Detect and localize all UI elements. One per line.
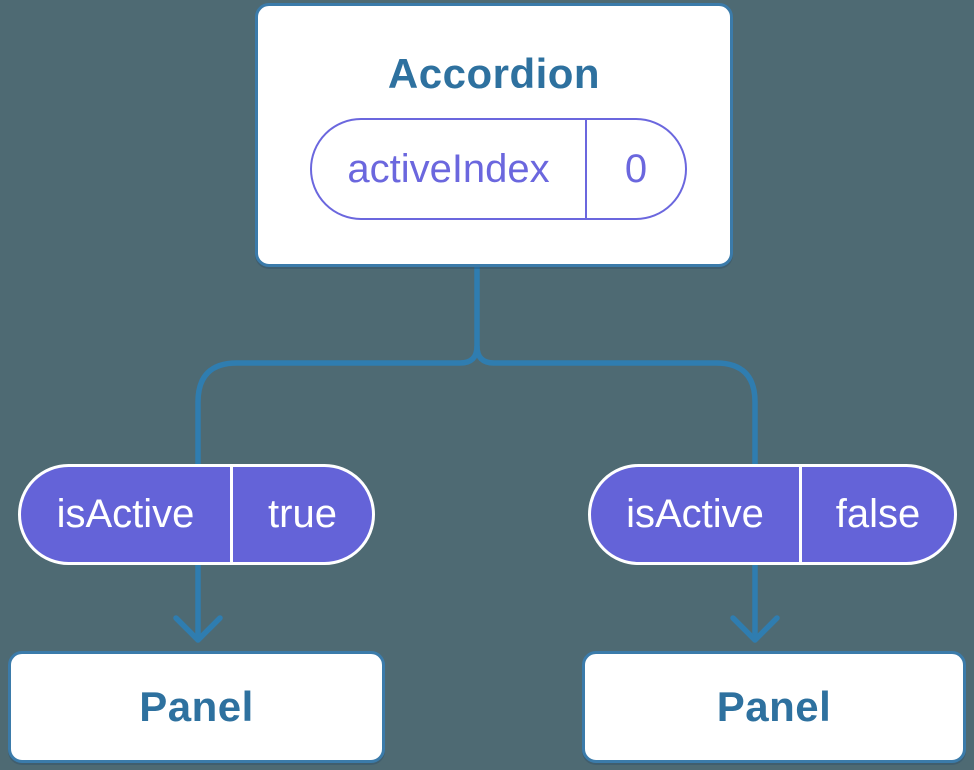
panel-title-right: Panel <box>716 683 832 730</box>
prop-value-left: true <box>268 492 337 536</box>
prop-value-right: false <box>835 492 921 536</box>
state-value: 0 <box>624 146 648 191</box>
prop-pill-right: isActive false <box>588 464 957 565</box>
state-pill: activeIndex 0 <box>310 118 687 220</box>
down-arrow-left-icon <box>173 615 223 643</box>
prop-pill-left: isActive true <box>18 464 375 565</box>
panel-title-left: Panel <box>139 683 254 730</box>
connector-right-branch <box>474 345 758 637</box>
prop-name-right: isActive <box>591 467 802 562</box>
panel-node-left: Panel <box>8 651 385 763</box>
connector-left-branch <box>195 262 480 637</box>
down-arrow-right-icon <box>730 615 780 643</box>
panel-node-right: Panel <box>582 651 966 763</box>
state-name: activeIndex <box>312 120 587 218</box>
prop-name-left: isActive <box>21 467 233 562</box>
accordion-title: Accordion <box>387 50 601 97</box>
